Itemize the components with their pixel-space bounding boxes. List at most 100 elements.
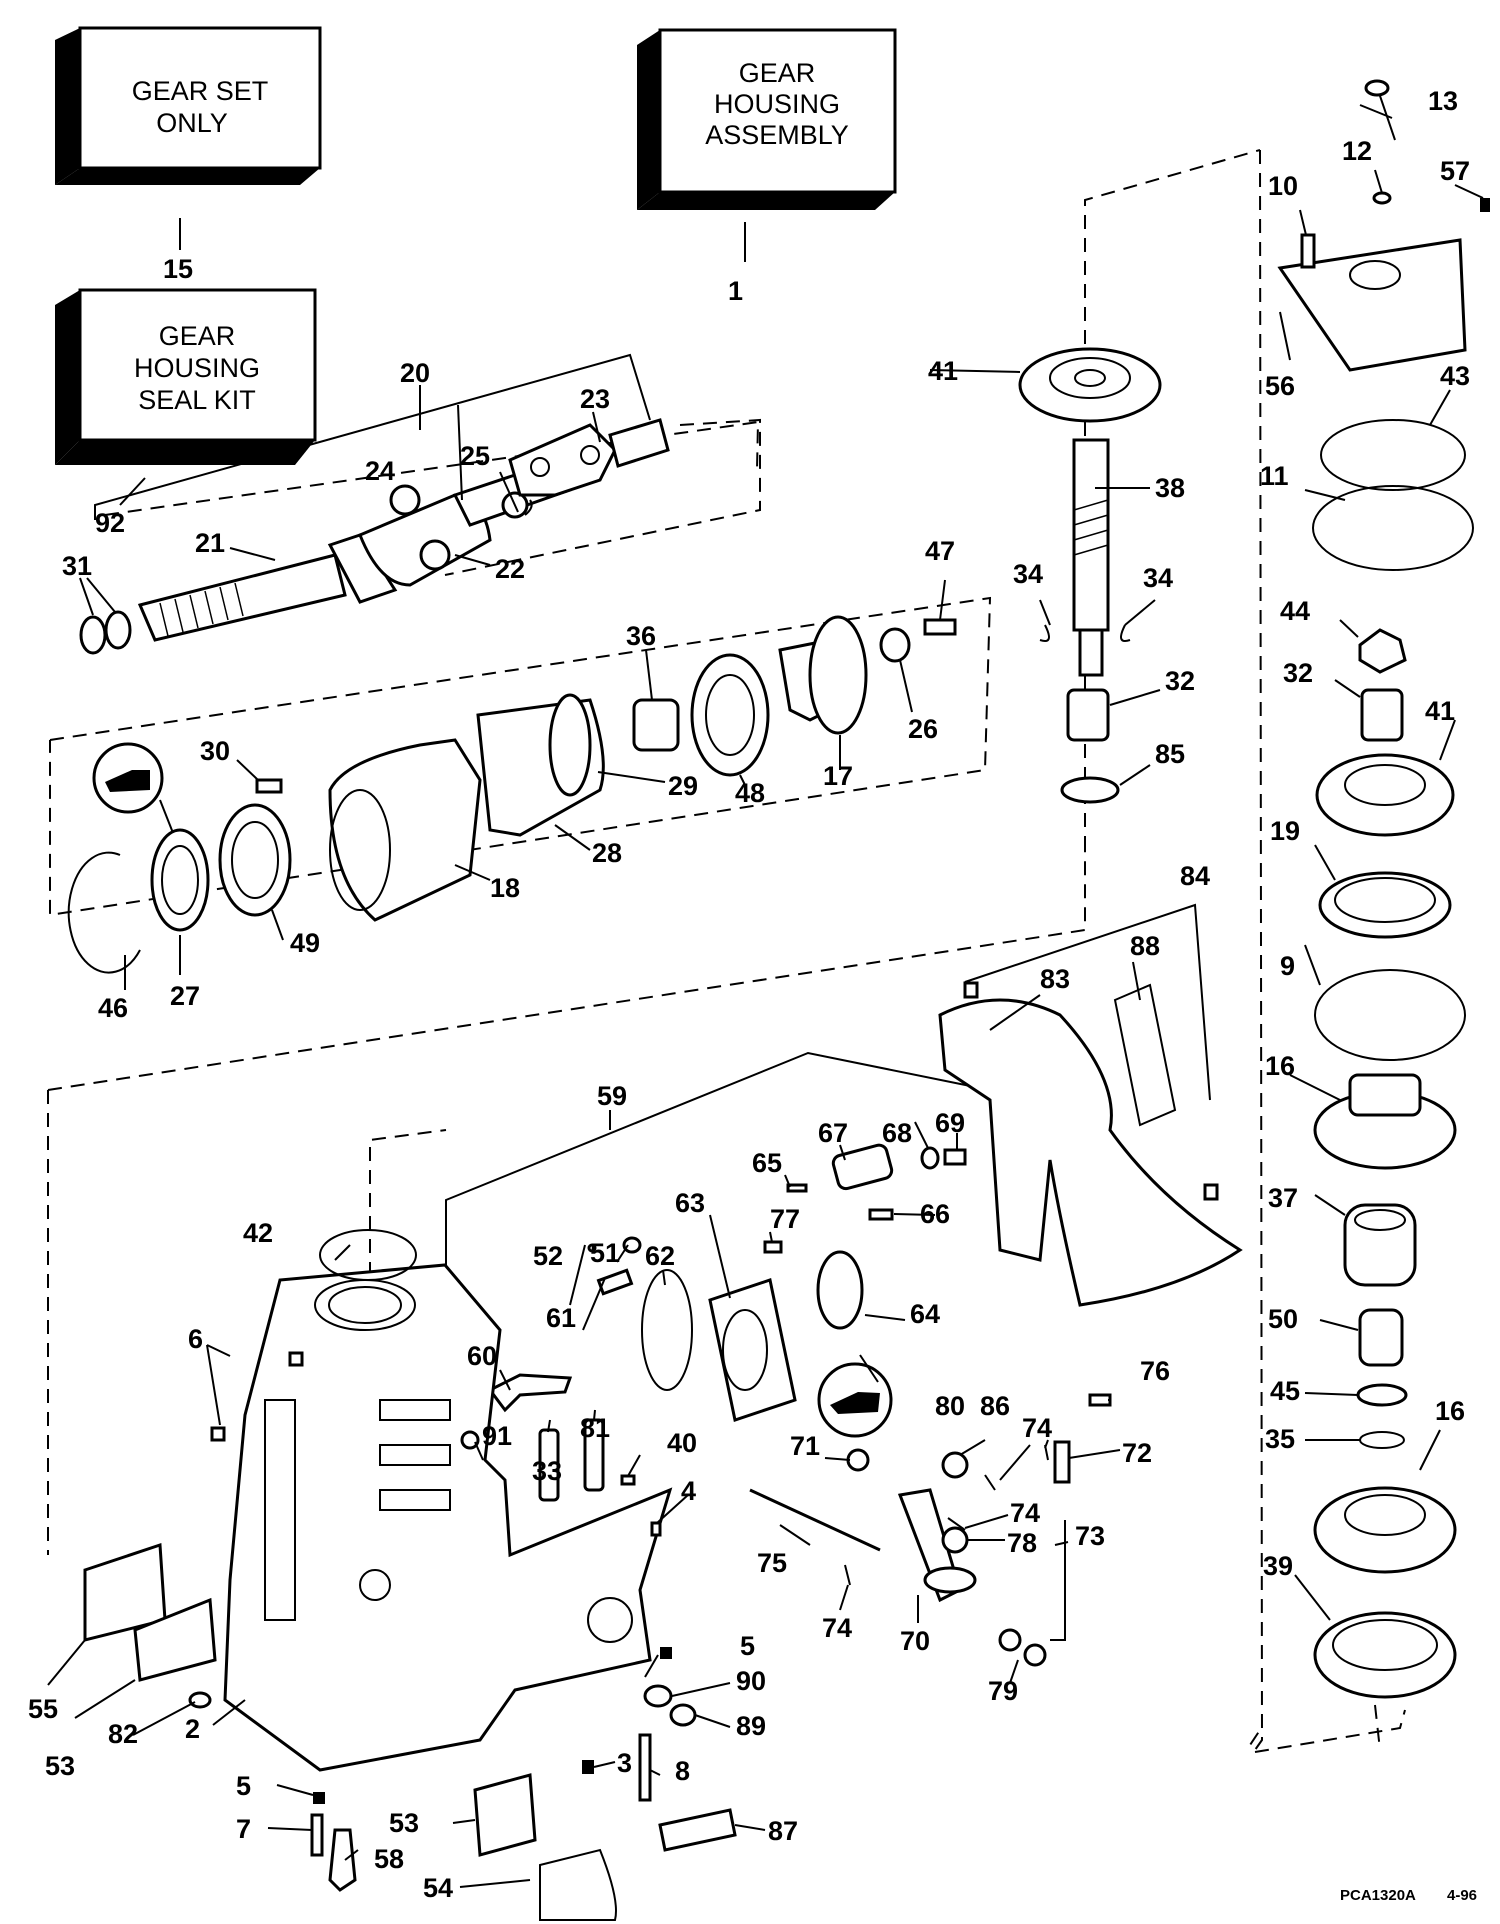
gasket-11	[1312, 485, 1474, 571]
bearing-41a-inner	[1049, 357, 1131, 399]
callout-78: 78	[1007, 1528, 1037, 1558]
bearing-48	[690, 653, 770, 777]
bolt-10	[1300, 233, 1316, 269]
nut-44	[1358, 628, 1407, 674]
callout-73: 73	[1075, 1521, 1105, 1551]
housing-side-channel	[264, 1399, 296, 1621]
bushing-78	[941, 1526, 969, 1554]
callout-32b: 32	[1283, 658, 1313, 688]
dashed-outline-driveshaft-lower	[444, 418, 761, 576]
clutch-37	[1343, 1203, 1417, 1287]
callout-26: 26	[908, 714, 938, 744]
bearing-39-inner	[1332, 1619, 1438, 1671]
right-column-group	[1277, 79, 1490, 1699]
callout-25: 25	[460, 441, 490, 471]
callout-58: 58	[374, 1844, 404, 1874]
shift-parts	[487, 1143, 1112, 1667]
pin-7	[310, 1813, 324, 1857]
leader-92	[119, 477, 146, 506]
pin-86	[984, 1474, 996, 1491]
callout-80: 80	[935, 1391, 965, 1421]
callout-44: 44	[1280, 596, 1310, 626]
o-ring-42	[319, 1229, 417, 1281]
callout-31: 31	[62, 551, 92, 581]
callout-34a: 34	[1013, 559, 1043, 589]
callout-51: 51	[590, 1238, 620, 1268]
callout-24: 24	[365, 456, 395, 486]
o-ring-43	[1320, 419, 1466, 491]
figure-date: 4-96	[1447, 1887, 1477, 1904]
output-yoke	[508, 423, 617, 497]
dashed-outline-bearing-group	[49, 596, 992, 917]
bearing-49-inner	[231, 821, 279, 899]
callout-16b: 16	[1435, 1396, 1465, 1426]
callout-21: 21	[195, 528, 225, 558]
driveshaft	[137, 553, 347, 642]
callout-45: 45	[1270, 1376, 1300, 1406]
callout-46: 46	[98, 993, 128, 1023]
driveshaft-hub	[327, 533, 398, 604]
driveshaft-assembly	[79, 418, 670, 655]
decal-88	[1113, 983, 1177, 1127]
link-72	[1053, 1440, 1071, 1484]
callout-39: 39	[1263, 1551, 1293, 1581]
callout-62: 62	[645, 1241, 675, 1271]
pin-74b	[947, 1517, 966, 1531]
dashed-outline-stub	[1374, 1704, 1381, 1751]
callout-48: 48	[735, 778, 765, 808]
callout-59: 59	[597, 1081, 627, 1111]
pin-74a	[844, 1564, 851, 1586]
callout-18: 18	[490, 873, 520, 903]
callout-55: 55	[28, 1694, 58, 1724]
o-ring-12	[1372, 191, 1392, 205]
dashed-outline-housing-top	[47, 850, 1086, 1091]
gear-set-only-box: GEAR SET ONLY	[55, 26, 322, 185]
assembly-label-3: ASSEMBLY	[705, 120, 849, 150]
plug-91	[460, 1430, 480, 1450]
screw-4	[650, 1521, 662, 1537]
bearing-housing-18	[328, 738, 482, 922]
housing-boss	[587, 1597, 633, 1643]
callout-54: 54	[423, 1873, 453, 1903]
callout-82: 82	[108, 1719, 138, 1749]
pin-65	[786, 1183, 808, 1193]
seal-27	[150, 828, 210, 932]
dashed-outline-housing-bracket	[369, 1129, 447, 1345]
screw-84b	[1203, 1183, 1219, 1201]
rod-73	[1050, 1520, 1066, 1641]
screw-51	[622, 1236, 642, 1254]
callout-81: 81	[580, 1413, 610, 1443]
shift-housing-67	[831, 1143, 894, 1191]
callout-70: 70	[900, 1626, 930, 1656]
pin-66	[868, 1208, 894, 1221]
bracket-83-group	[938, 981, 1243, 1307]
gear-set-label-1: GEAR SET	[132, 76, 269, 106]
pinion-gear-17	[808, 615, 868, 735]
shim-19-inner	[1334, 877, 1436, 923]
callout-52: 52	[533, 1241, 563, 1271]
callout-numbers: 1 2 3 4 5 5 6 7 8 9 10 11 12 13 15 16 16…	[28, 86, 1470, 1903]
callout-69: 69	[935, 1108, 965, 1138]
callout-6: 6	[188, 1324, 203, 1354]
washer-82	[188, 1691, 212, 1709]
seal-kit-label-3: SEAL KIT	[138, 385, 256, 415]
callout-19: 19	[1270, 816, 1300, 846]
callout-60: 60	[467, 1341, 497, 1371]
bearing-49	[218, 803, 292, 917]
gear-housing-assembly-box: GEAR HOUSING ASSEMBLY	[637, 28, 897, 210]
callout-34b: 34	[1143, 563, 1173, 593]
bearing-41b-inner	[1344, 764, 1426, 806]
callout-67: 67	[818, 1118, 848, 1148]
callout-11: 11	[1260, 461, 1289, 491]
yoke-spline	[608, 418, 670, 468]
plug-3	[582, 1760, 594, 1774]
bolt-47	[923, 618, 957, 636]
callout-65: 65	[752, 1148, 782, 1178]
callout-88: 88	[1130, 931, 1160, 961]
callout-5b: 5	[236, 1771, 251, 1801]
cover-63	[708, 1278, 797, 1422]
shift-arm-70-foot	[923, 1566, 977, 1594]
nut-71	[846, 1448, 870, 1472]
retainer-34b	[1120, 624, 1131, 642]
shift-rod-75	[749, 1488, 881, 1552]
